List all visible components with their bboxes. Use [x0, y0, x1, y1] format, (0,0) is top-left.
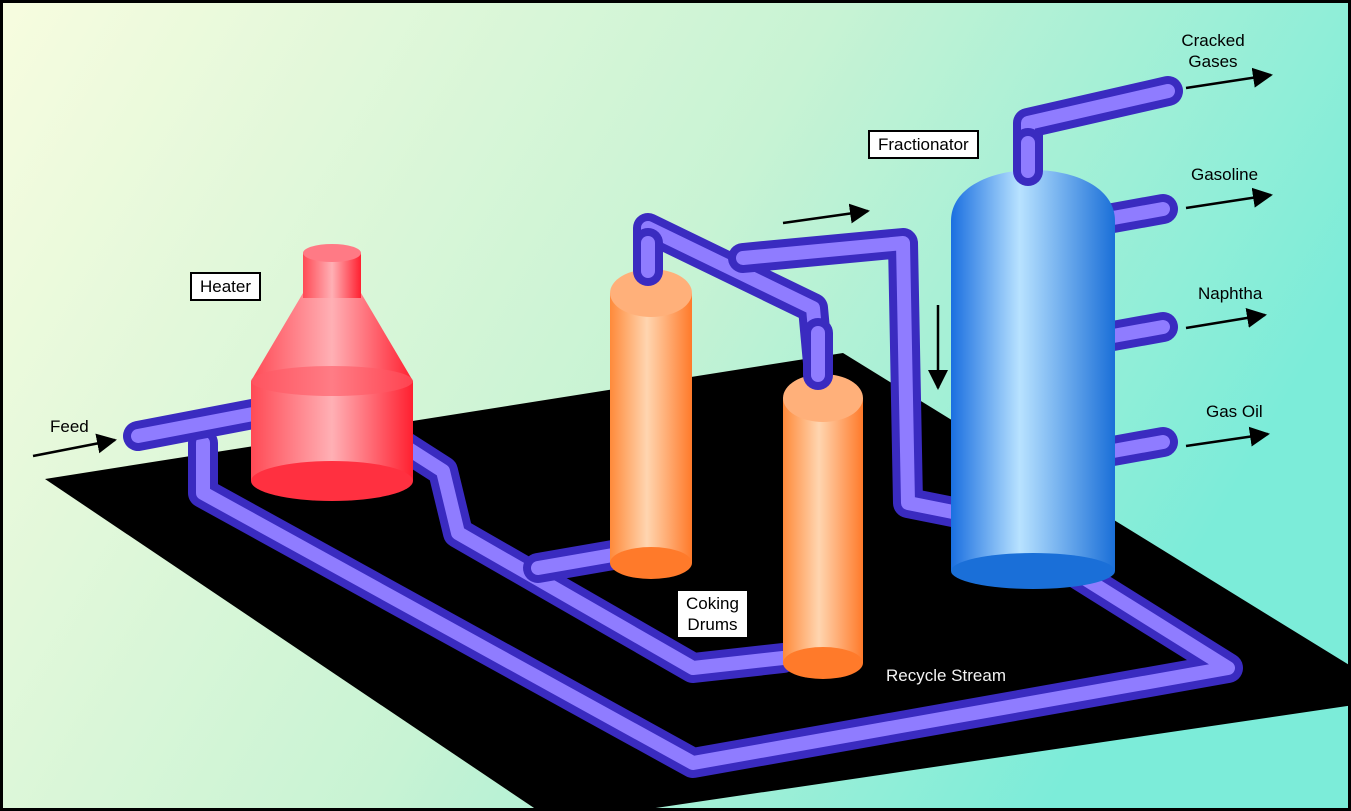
- gas-oil-label: Gas Oil: [1206, 402, 1263, 421]
- feed-label: Feed: [50, 417, 89, 436]
- naphtha-label: Naphtha: [1198, 284, 1263, 303]
- coking-drums-label: Coking Drums: [676, 589, 749, 639]
- heater: [251, 244, 413, 501]
- fractionator-column: [951, 170, 1115, 589]
- cracked-gases-arrow: [1185, 67, 1273, 90]
- cracked-gases-line1: Cracked: [1181, 31, 1245, 50]
- naphtha-arrow: [1185, 308, 1267, 330]
- recycle-stream-label: Recycle Stream: [886, 666, 1006, 685]
- cracked-gases-label: Cracked Gases: [1173, 30, 1253, 72]
- coking-process-diagram: [3, 3, 1348, 808]
- coking-drum-1: [610, 269, 692, 579]
- coking-drums-label-line1: Coking: [686, 594, 739, 613]
- cracked-gases-line2: Gases: [1188, 52, 1238, 71]
- gasoline-label: Gasoline: [1191, 165, 1259, 184]
- fractionator-label: Fractionator: [868, 130, 979, 159]
- pipe-stubs-front: [633, 128, 1043, 390]
- gas-oil-arrow: [1185, 426, 1270, 448]
- gasoline-arrow: [1185, 187, 1273, 210]
- flow-arrows: [32, 67, 1273, 458]
- coking-drums-label-line2: Drums: [687, 615, 738, 634]
- feed-arrow: [32, 433, 117, 458]
- vapor-arrow: [782, 203, 870, 225]
- heater-label: Heater: [190, 272, 262, 301]
- coking-drum-2: [783, 374, 863, 679]
